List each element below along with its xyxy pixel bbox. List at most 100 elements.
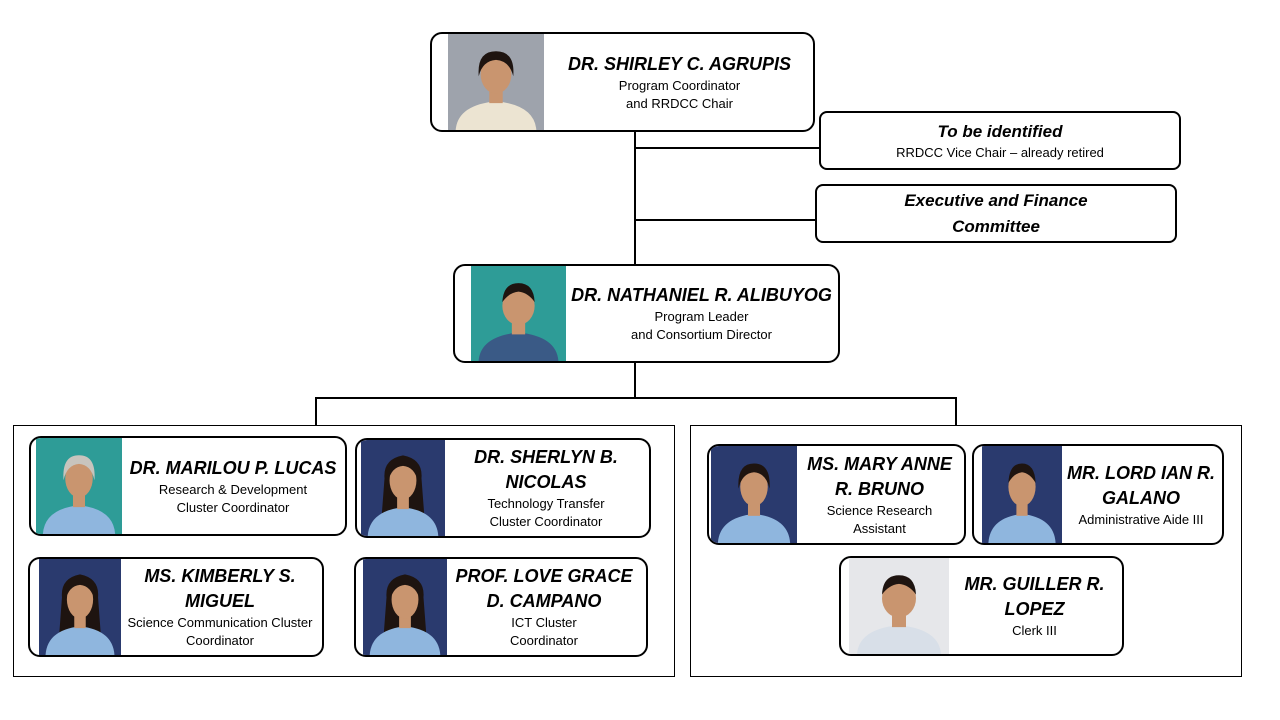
portrait-image [36,438,122,534]
portrait-hair [502,283,535,303]
member-role-line: Research & Development [158,481,308,497]
member-role-line: Science Communication Cluster [127,615,313,630]
committee-box: Executive and Finance Committee [815,184,1177,243]
member-photo [711,446,797,543]
portrait-body [369,626,441,655]
portrait-body [367,507,439,536]
portrait-body [717,513,791,543]
portrait-image [363,559,447,655]
portrait-face [389,461,417,500]
member-role-line: Administrative Aide III [1078,511,1204,527]
portrait-body [45,626,115,655]
portrait-face [1008,467,1036,507]
leader-name: DR. NATHANIEL R. ALIBUYOG [571,285,832,305]
portrait-face [502,286,535,325]
left-cluster-group [13,425,675,677]
portrait-hair [478,51,514,77]
member-role-line: Coordinator [510,633,578,648]
coordinator-photo [448,34,544,130]
portrait-hair [1008,463,1036,483]
portrait-face [740,467,768,507]
portrait-image [39,559,121,655]
member-role-line: Cluster Coordinator [489,514,603,529]
portrait-image [471,266,566,361]
member-name-line: DR. MARILOU P. LUCAS [129,457,337,478]
connector-branch-right [955,397,957,426]
portrait-hair [389,576,421,602]
member-role-line: ICT Cluster [511,615,577,630]
portrait-hair [63,455,95,481]
member-name-line: GALANO [1102,487,1180,508]
portrait-face [65,459,93,498]
member-name-line: D. CAMPANO [486,591,602,611]
committee-name-line: Committee [952,216,1040,236]
right-staff-group [690,425,1242,677]
member-photo [849,558,949,654]
member-photo [36,438,122,534]
coordinator-card: DR. SHIRLEY C. AGRUPIS Program Coordinat… [430,32,815,132]
leader-role-line: and Consortium Director [631,327,772,342]
portrait-image [982,446,1062,543]
portrait-neck [397,493,409,510]
vice-chair-name: To be identified [937,121,1063,141]
member-card-nicolas: DR. SHERLYN B. NICOLAS Technology Transf… [355,438,651,538]
portrait-face [882,579,916,618]
leader-role-line: Program Leader [654,309,749,324]
portrait-image [711,446,797,543]
member-photo [363,559,447,655]
member-card-galano: MR. LORD IAN R. GALANO Administrative Ai… [972,444,1224,545]
portrait-hair [65,576,95,602]
portrait-neck [74,612,86,629]
portrait-image [361,440,445,536]
member-role-line: Cluster Coordinator [176,499,290,515]
member-name-line: R. BRUNO [835,478,924,499]
vice-chair-role: RRDCC Vice Chair – already retired [896,144,1104,160]
member-role-line: Science Research [826,502,933,518]
portrait-body [478,332,559,361]
leader-photo [471,266,566,361]
coordinator-role-line: Program Coordinator [618,77,741,93]
portrait-hair [387,457,419,483]
connector-committee [634,219,817,221]
coordinator-role-line: and RRDCC Chair [626,95,733,111]
portrait-image [849,558,949,654]
portrait-neck [1016,500,1028,516]
portrait-neck [399,612,411,629]
connector-branch-left [315,397,317,426]
member-role-line: Assistant [853,520,906,536]
portrait-image [448,34,544,130]
member-name-line: MS. KIMBERLY S. [144,566,296,586]
portrait-body [455,101,537,130]
connector-branch-horizontal [315,397,956,399]
member-name-line: PROF. LOVE GRACE [455,566,633,586]
portrait-face [66,580,94,619]
connector-vice-chair [634,147,821,149]
member-name-line: MR. LORD IAN R. [1067,462,1215,483]
member-card-lopez: MR. GUILLER R. LOPEZ Clerk III [839,556,1124,656]
member-name-line: LOPEZ [1004,599,1065,619]
member-card-miguel: MS. KIMBERLY S. MIGUEL Science Communica… [28,557,324,657]
connector-top-trunk [634,131,636,266]
member-card-bruno: MS. MARY ANNE R. BRUNO Science Research … [707,444,966,545]
portrait-body [988,513,1056,543]
member-role-line: Coordinator [186,633,254,648]
leader-card: DR. NATHANIEL R. ALIBUYOG Program Leader… [453,264,840,363]
member-photo [39,559,121,655]
portrait-face [391,580,419,619]
portrait-hair [738,463,770,489]
coordinator-name: DR. SHIRLEY C. AGRUPIS [567,53,792,74]
member-card-lucas: DR. MARILOU P. LUCAS Research & Developm… [29,436,347,536]
member-name-line: DR. SHERLYN B. [474,447,618,467]
member-name-line: NICOLAS [505,472,587,492]
member-photo [361,440,445,536]
member-role-line: Technology Transfer [487,496,605,511]
vice-chair-box: To be identified RRDCC Vice Chair – alre… [819,111,1181,170]
member-name-line: MIGUEL [185,591,255,611]
connector-leader-trunk [634,362,636,398]
portrait-hair [882,575,916,595]
portrait-body [42,505,116,534]
portrait-body [857,625,941,654]
member-role-line: Clerk III [1012,623,1057,638]
member-name-line: MR. GUILLER R. [964,574,1105,594]
member-name-line: MS. MARY ANNE [807,453,952,474]
